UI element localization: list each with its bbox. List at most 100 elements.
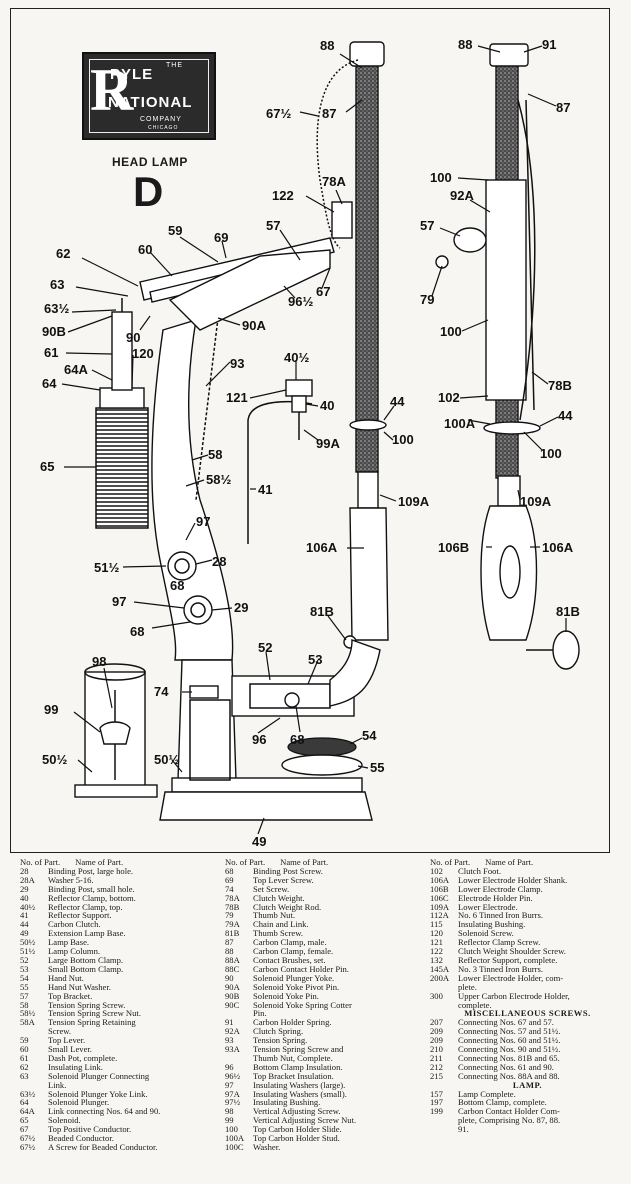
part-name: Solenoid Plunger Connecting bbox=[48, 1070, 150, 1081]
callout-109a: 109A bbox=[398, 494, 430, 509]
part-name: No. 3 Tinned Iron Burrs. bbox=[458, 963, 543, 974]
part-name: Binding Post, small hole. bbox=[48, 883, 135, 894]
part-name: Carbon Clutch. bbox=[48, 919, 101, 930]
part-name: Extension Lamp Base. bbox=[48, 928, 126, 939]
part-number: 64 bbox=[20, 1097, 29, 1108]
part-number: 53 bbox=[20, 963, 29, 974]
part-number: 97 bbox=[225, 1079, 234, 1090]
part-number: 69 bbox=[225, 874, 234, 885]
part-number: 106B bbox=[430, 883, 449, 894]
part-name: Top Bracket. bbox=[48, 990, 93, 1001]
part-name: Bottom Clamp, complete. bbox=[458, 1097, 547, 1108]
part-name: Connecting Nos. 90 and 51½. bbox=[458, 1044, 561, 1055]
part-number: 78A bbox=[225, 892, 240, 903]
part-number: 200A bbox=[430, 972, 450, 983]
callout-106a: 106A bbox=[306, 540, 338, 555]
part-number: 210 bbox=[430, 1044, 443, 1055]
callout-r-100: 100 bbox=[430, 170, 452, 185]
part-name: 91. bbox=[458, 1124, 469, 1135]
part-number: 64A bbox=[20, 1106, 35, 1117]
part-name: Connecting Nos. 88A and 88. bbox=[458, 1070, 560, 1081]
callout-r-109a: 109A bbox=[520, 494, 552, 509]
part-name: Solenoid. bbox=[48, 1115, 81, 1126]
part-name: Beaded Conductor. bbox=[48, 1133, 114, 1144]
side-view-thumb-screw bbox=[552, 630, 580, 670]
callout-r-88: 88 bbox=[458, 37, 472, 52]
logo-city: CHICAGO bbox=[148, 125, 179, 131]
callout-90b: 90B bbox=[42, 324, 66, 339]
part-row: Pin. bbox=[225, 1009, 420, 1018]
callout-88: 88 bbox=[320, 38, 334, 53]
part-name: Tension Spring. bbox=[253, 1035, 308, 1046]
hand-nut-washer bbox=[281, 754, 363, 776]
part-number: 29 bbox=[20, 883, 29, 894]
part-name: Vertical Adjusting Screw. bbox=[253, 1106, 341, 1117]
part-name: Carbon Clamp, female. bbox=[253, 946, 334, 957]
part-number: 67½ bbox=[20, 1142, 36, 1152]
extension-base bbox=[159, 791, 373, 821]
part-name: Carbon Contact Holder Com- bbox=[458, 1106, 560, 1117]
callout-50-half-a: 50½ bbox=[42, 752, 67, 767]
part-name: Tension Spring Screw. bbox=[48, 999, 126, 1010]
part-name: Pin. bbox=[253, 1008, 267, 1019]
part-number: 28A bbox=[20, 874, 35, 885]
part-name: Small Bottom Clamp. bbox=[48, 963, 124, 974]
callout-59: 59 bbox=[168, 223, 182, 238]
part-number: 62 bbox=[20, 1061, 29, 1072]
callout-r-57: 57 bbox=[420, 218, 434, 233]
part-row: Screw. bbox=[20, 1027, 215, 1036]
callout-55: 55 bbox=[370, 760, 384, 775]
part-name: Connecting Nos. 57 and 51½. bbox=[458, 1026, 561, 1037]
part-name: Lamp Complete. bbox=[458, 1088, 516, 1099]
callout-96: 96 bbox=[252, 732, 266, 747]
part-number: 112A bbox=[430, 910, 449, 921]
part-number: 209 bbox=[430, 1035, 443, 1046]
part-name: Top Positive Conductor. bbox=[48, 1124, 132, 1135]
callout-87: 87 bbox=[322, 106, 336, 121]
part-number: 300 bbox=[430, 990, 443, 1001]
part-name: Top Bracket Insulation. bbox=[253, 1070, 334, 1081]
logo-company: COMPANY bbox=[140, 116, 182, 123]
part-name: Lamp Base. bbox=[48, 937, 90, 948]
part-number: 99 bbox=[225, 1115, 234, 1126]
callout-57: 57 bbox=[266, 218, 280, 233]
part-number: 145A bbox=[430, 963, 450, 974]
company-logo: R THE PYLE NATIONAL COMPANY CHICAGO bbox=[82, 52, 216, 140]
part-name: Insulating Washers (large). bbox=[253, 1079, 346, 1090]
part-name: Solenoid Plunger. bbox=[48, 1097, 110, 1108]
part-number: 63 bbox=[20, 1070, 29, 1081]
part-row: Thumb Nut, Complete. bbox=[225, 1053, 420, 1063]
part-name: Insulating Bushing. bbox=[253, 1097, 321, 1108]
part-name: Binding Post Screw. bbox=[253, 865, 323, 876]
part-number: 61 bbox=[20, 1052, 29, 1063]
part-number: 106C bbox=[430, 892, 449, 903]
callout-44: 44 bbox=[390, 394, 405, 409]
part-number: 100C bbox=[225, 1142, 244, 1152]
part-name: Link connecting Nos. 64 and 90. bbox=[48, 1106, 161, 1117]
part-number: 67½ bbox=[20, 1133, 36, 1144]
part-name: Connecting Nos. 81B and 65. bbox=[458, 1052, 560, 1063]
callout-69: 69 bbox=[214, 230, 228, 245]
